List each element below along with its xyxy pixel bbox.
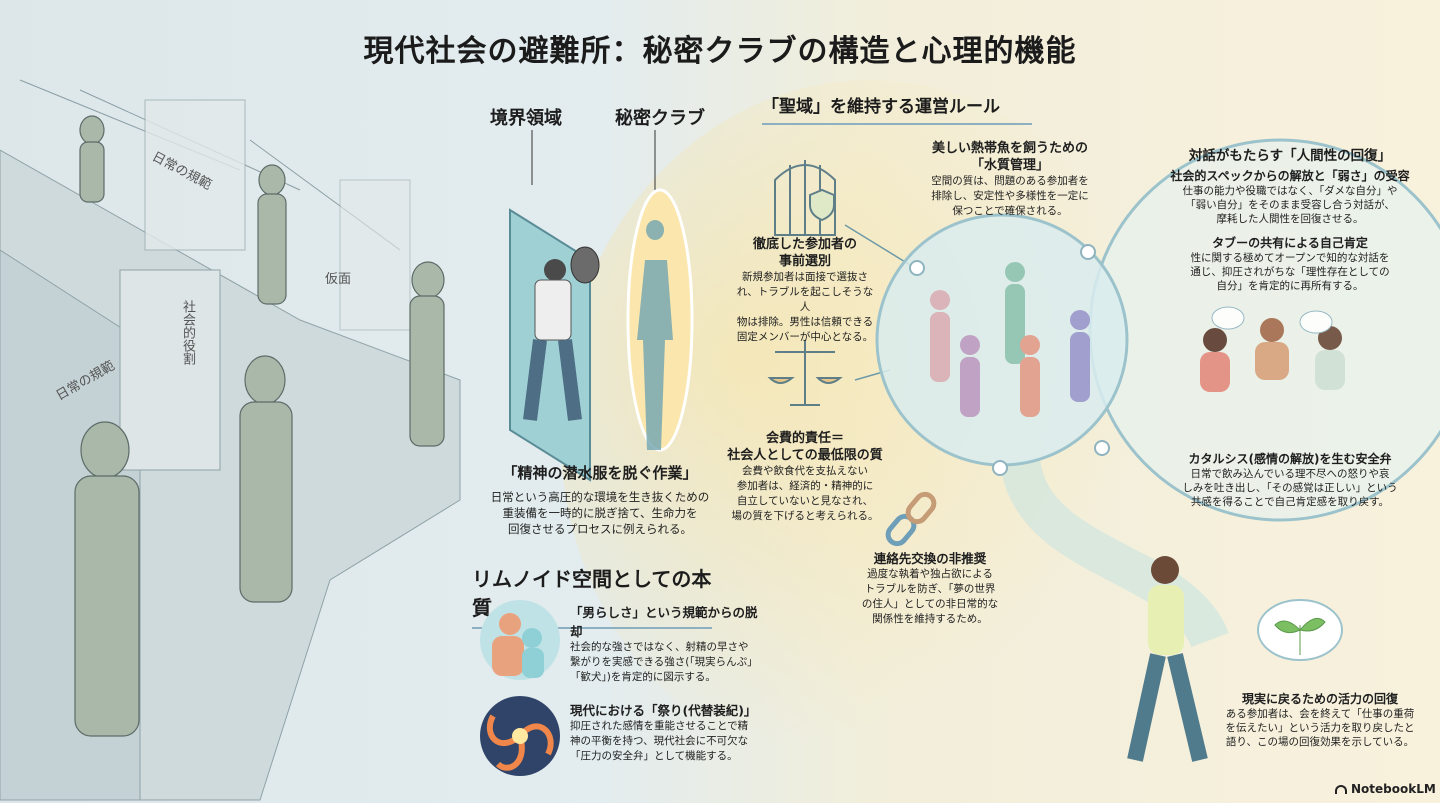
boundary-label: 境界領域	[490, 108, 562, 129]
body-line: 日常で飲み込んでいる理不尽への怒りや哀	[1190, 468, 1390, 480]
page-title: 現代社会の避難所：秘密クラブの構造と心理的機能	[363, 34, 1077, 69]
rule-screening: 徹底した参加者の 事前選別 新規参加者は面接で選抜さ れ、トラブルを起こしそうな…	[735, 236, 875, 345]
liminoid-item-masculinity: 「男らしさ」という規範からの脱却 社会的な強さではなく、射精の早さや 繋がりを実…	[570, 602, 760, 685]
rule-title: 徹底した参加者の	[752, 237, 857, 252]
body-line: を伝えたい」という活力を取り戻したと	[1225, 722, 1415, 734]
body-line: 摩耗した人間性を回復させる。	[1216, 213, 1364, 225]
body-line: 排除し、安定性や多様性を一定に	[931, 190, 1089, 202]
body-line: 「弱い自分」をそのまま受容し合う対話が、	[1185, 199, 1395, 211]
rule-responsibility: 会費的責任＝ 社会人としての最低限の質 会費や飲食代を支払えない 参加者は、経済…	[720, 430, 890, 524]
body-line: ある参加者は、会を終えて「仕事の重荷	[1225, 708, 1415, 720]
gate-icon	[774, 160, 836, 236]
man-hugging-figure-icon	[480, 600, 560, 680]
body-line: 自分」を肯定的に再所有する。	[1216, 280, 1364, 292]
return-title: 現実に戻るための活力の回復	[1241, 692, 1398, 706]
rule-title: 会費的責任＝	[765, 431, 844, 446]
body-line: 重装備を一時的に脱ぎ捨て、生命力を	[502, 506, 698, 520]
body-line: 固定メンバーが中心となる。	[736, 331, 874, 343]
body-line: 関係性を維持するため。	[872, 613, 988, 625]
rule-title: 事前選別	[778, 254, 831, 269]
body-line: しみを吐き出し、「その感覚は正しい」という	[1182, 482, 1398, 494]
rules-heading: 「聖域」を維持する運営ルール	[762, 92, 1032, 125]
body-line: 物は排除。男性は信頼できる	[736, 316, 874, 328]
body-line: トラブルを防ぎ、「夢の世界	[864, 583, 996, 595]
diving-suit-body: 日常という高圧的な環境を生き抜くための 重装備を一時的に脱ぎ捨て、生命力を 回復…	[450, 489, 750, 537]
scale-icon	[767, 340, 843, 406]
body-line: 日常という高圧的な環境を生き抜くための	[490, 490, 710, 504]
item-title: 現代における「祭り(代替装紀)」	[570, 703, 757, 718]
label-mask: 仮面	[325, 272, 352, 287]
notebooklm-brand: NotebookLM	[1335, 782, 1436, 796]
return-section: 現実に戻るための活力の回復 ある参加者は、会を終えて「仕事の重荷 を伝えたい」と…	[1220, 690, 1420, 749]
item-title: タブーの共有による自己肯定	[1212, 236, 1368, 250]
item-title: 「男らしさ」という規範からの脱却	[570, 605, 758, 639]
swirl-festival-icon	[480, 696, 560, 776]
body-line: 回復させるプロセスに例えられる。	[508, 522, 692, 536]
brand-label: NotebookLM	[1351, 782, 1436, 796]
broken-chain-icon	[885, 491, 937, 547]
liminoid-heading: リムノイド空間としての本質	[472, 563, 712, 629]
liminoid-item-festival: 現代における「祭り(代替装紀)」 抑圧された感情を重能させることで精 神の平衡を…	[570, 700, 760, 764]
item-title: 社会的スペックからの解放と「弱さ」の受容	[1170, 169, 1410, 183]
label-social-role: 社会的役割	[180, 300, 195, 365]
body-line: 繋がりを実感できる強さ(「現実らんぷ」	[570, 656, 758, 668]
body-line: 共感を得ることで自己肯定感を取り戻す。	[1190, 496, 1390, 508]
body-line: 語り、この場の回復効果を示している。	[1225, 736, 1415, 748]
club-label: 秘密クラブ	[615, 108, 705, 129]
body-line: 場の質を下げると考えられる。	[731, 510, 879, 522]
rule-title: 「水質管理」	[970, 158, 1049, 173]
body-line: 「歓犬」)を肯定的に図示する。	[570, 671, 716, 683]
body-line: 「圧力の安全弁」として機能する。	[570, 750, 738, 762]
diving-suit-heading: 「精神の潜水服を脱ぐ作業」	[502, 464, 698, 482]
body-line: 抑圧された感情を重能させることで精	[570, 720, 749, 732]
rule-water-quality: 美しい熱帯魚を飼うための 「水質管理」 空間の質は、問題のある参加者を 排除し、…	[910, 140, 1110, 219]
body-line: 仕事の能力や役職ではなく、「ダメな自分」や	[1182, 185, 1398, 197]
body-line: 新規参加者は面接で選抜さ	[742, 271, 868, 283]
body-line: 自立していないと見なされ、	[736, 495, 874, 507]
item-title: カタルシス(感情の解放)を生む安全弁	[1188, 452, 1392, 466]
body-line: 保つことで確保される。	[952, 205, 1068, 217]
suited-people-illustration	[0, 79, 461, 801]
rule-title: 社会人としての最低限の質	[727, 448, 883, 463]
catharsis-item: カタルシス(感情の解放)を生む安全弁 日常で飲み込んでいる理不尽への怒りや哀 し…	[1150, 450, 1430, 509]
body-line: 性に関する極めてオープンで知的な対話を	[1190, 252, 1390, 264]
dialogue-section: 対話がもたらす「人間性の回復」 社会的スペックからの解放と「弱さ」の受容 仕事の…	[1150, 144, 1430, 293]
body-line: 社会的な強さではなく、射精の早さや	[570, 641, 749, 653]
body-line: 通じ、抑圧されがちな「理性存在としての	[1190, 266, 1390, 278]
body-line: 会費や飲食代を支払えない	[742, 465, 868, 477]
rule-contact: 連絡先交換の非推奨 過度な執着や独占欲による トラブルを防ぎ、「夢の世界 の住人…	[850, 550, 1010, 627]
body-line: れ、トラブルを起こしそうな人	[736, 286, 874, 313]
notebooklm-logo-icon	[1335, 784, 1347, 794]
body-line: 神の平衡を持つ、現代社会に不可欠な	[570, 735, 749, 747]
rule-title: 美しい熱帯魚を飼うための	[931, 141, 1088, 156]
body-line: 空間の質は、問題のある参加者を	[931, 175, 1089, 187]
rule-title: 連絡先交換の非推奨	[873, 551, 987, 566]
dialogue-heading: 対話がもたらす「人間性の回復」	[1188, 148, 1392, 164]
body-line: 参加者は、経済的・精神的に	[736, 480, 874, 492]
body-line: 過度な執着や独占欲による	[867, 568, 993, 580]
body-line: の住人」としての非日常的な	[861, 598, 999, 610]
portal-illustration	[509, 130, 694, 482]
